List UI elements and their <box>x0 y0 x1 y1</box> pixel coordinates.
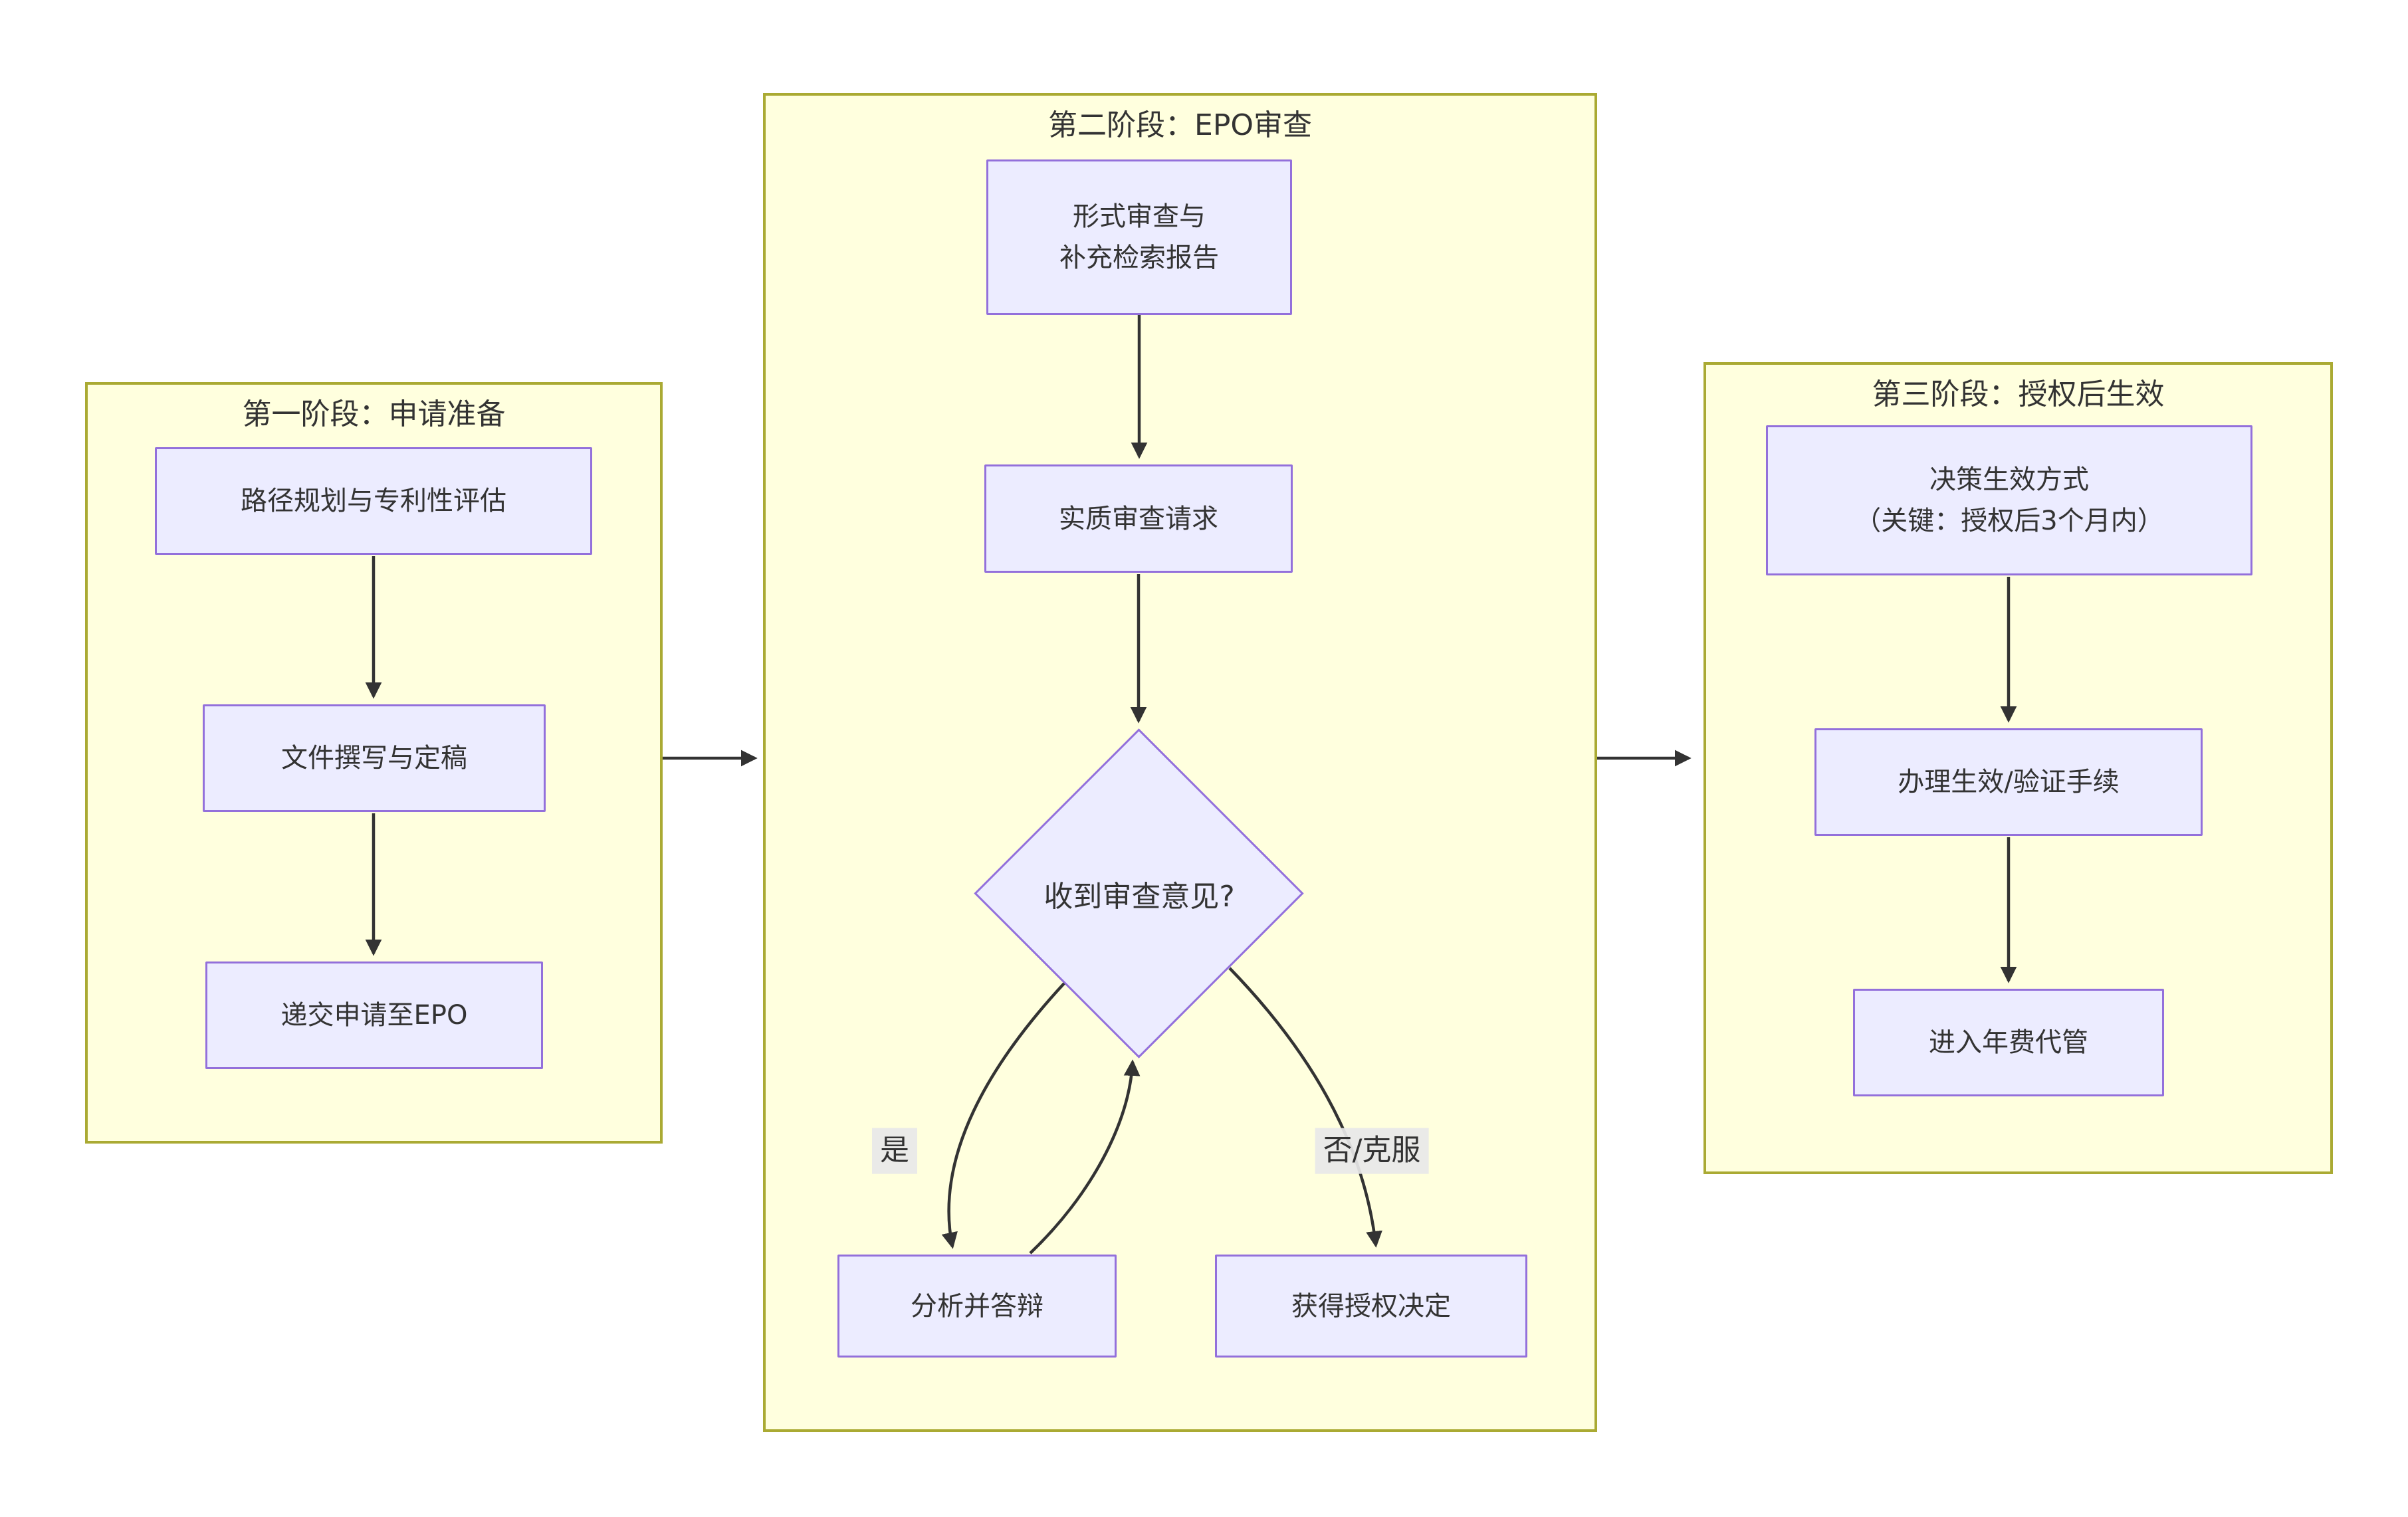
node-substantive-exam-request-label: 实质审查请求 <box>1059 503 1218 534</box>
node-grant-decision: 获得授权决定 <box>1215 1255 1527 1358</box>
node-path-planning-label: 路径规划与专利性评估 <box>241 486 506 516</box>
node-formal-exam: 形式审查与 补充检索报告 <box>986 159 1292 315</box>
node-formal-exam-line1: 形式审查与 <box>1073 201 1206 232</box>
node-validation-strategy-line2: （关键：授权后3个月内） <box>1854 506 2164 536</box>
node-annuity-management-label: 进入年费代管 <box>1929 1027 2088 1058</box>
cluster-phase3-title: 第三阶段：授权后生效 <box>1872 377 2165 411</box>
node-path-planning: 路径规划与专利性评估 <box>155 447 592 555</box>
node-grant-decision-label: 获得授权决定 <box>1291 1290 1451 1322</box>
node-analyze-respond-label: 分析并答辩 <box>911 1290 1043 1322</box>
edge-label-yes: 是 <box>872 1128 917 1174</box>
node-annuity-management: 进入年费代管 <box>1853 989 2164 1096</box>
decision-office-action-label: 收到审查意见? <box>1043 880 1235 914</box>
cluster-phase2: 第二阶段：EPO审查 <box>763 93 1597 1432</box>
node-validation-strategy-line1: 决策生效方式 <box>1929 464 2089 495</box>
node-analyze-respond: 分析并答辩 <box>837 1255 1117 1358</box>
cluster-phase1-title: 第一阶段：申请准备 <box>242 397 506 431</box>
node-file-to-epo-label: 递交申请至EPO <box>280 1000 468 1031</box>
node-formal-exam-line2: 补充检索报告 <box>1059 243 1219 273</box>
node-drafting-label: 文件撰写与定稿 <box>281 743 467 773</box>
node-validation-procedures: 办理生效/验证手续 <box>1814 728 2203 836</box>
cluster-phase2-title: 第二阶段：EPO审查 <box>1048 108 1312 142</box>
node-substantive-exam-request: 实质审查请求 <box>984 464 1293 573</box>
node-drafting: 文件撰写与定稿 <box>203 704 546 812</box>
edge-label-no: 否/克服 <box>1315 1128 1429 1174</box>
node-validation-strategy: 决策生效方式 （关键：授权后3个月内） <box>1766 425 2252 575</box>
node-file-to-epo: 递交申请至EPO <box>205 961 543 1069</box>
node-validation-procedures-label: 办理生效/验证手续 <box>1898 767 2120 797</box>
